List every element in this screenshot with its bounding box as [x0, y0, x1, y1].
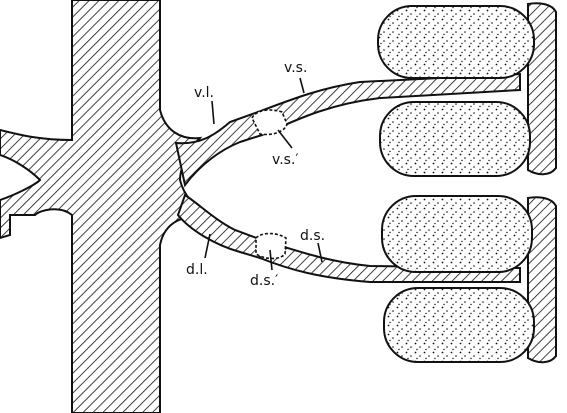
lobe-bottom-1 — [381, 195, 533, 273]
leader-dl — [204, 233, 211, 259]
leader-vs — [299, 77, 305, 94]
upper-right-strip — [527, 2, 557, 176]
leader-ds — [317, 242, 323, 263]
ventral-nodule — [251, 109, 288, 136]
ventral-segment — [256, 72, 521, 137]
lobe-top-1 — [377, 5, 535, 79]
lobe-top-2 — [379, 101, 531, 177]
dorsal-trunk — [176, 193, 264, 260]
label-vs: v.s. — [284, 60, 307, 76]
leader-vl — [211, 100, 215, 125]
label-vl: v.l. — [194, 85, 214, 101]
lobe-bottom-2 — [383, 287, 535, 363]
main-trunk — [0, 0, 211, 413]
dorsal-nodule — [255, 232, 287, 260]
label-ds-prime: d.s.′ — [250, 273, 278, 289]
label-ds: d.s. — [300, 228, 325, 244]
leader-vs-prime — [277, 129, 293, 149]
label-vs-prime: v.s.′ — [272, 152, 299, 168]
ventral-trunk — [174, 110, 264, 188]
label-dl: d.l. — [186, 262, 208, 278]
leader-ds-prime — [269, 249, 273, 271]
lower-right-strip — [527, 196, 557, 364]
